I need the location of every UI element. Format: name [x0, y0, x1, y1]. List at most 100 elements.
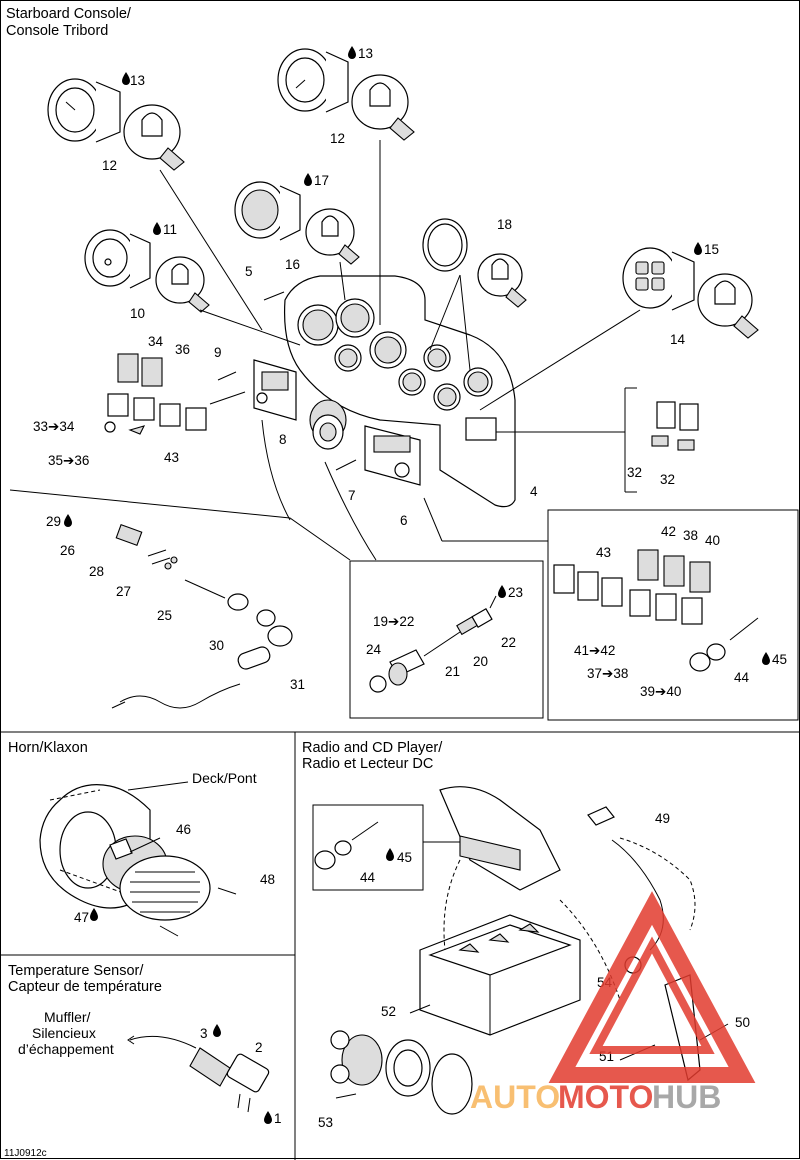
inset-box-37-45 — [547, 509, 799, 721]
callout-53: 53 — [318, 1115, 333, 1130]
gauge-14 — [622, 247, 759, 339]
starboard-title-line2: Console Tribord — [6, 23, 108, 39]
switch-group-left — [104, 353, 207, 435]
muffler-label-2: Silencieux — [32, 1025, 96, 1041]
callout-30: 30 — [209, 638, 224, 653]
starboard-title-line1: Starboard Console/ — [6, 6, 132, 22]
callout-32-left: 32 — [627, 465, 642, 480]
callout-18: 18 — [497, 217, 512, 232]
callout-12-left: 12 — [102, 158, 117, 173]
gauge-12-right — [277, 48, 415, 141]
inset-box-19-24 — [349, 560, 544, 719]
gauge-12-left — [47, 78, 185, 171]
callout-4: 4 — [530, 484, 538, 499]
callout-15: 15 — [704, 242, 719, 257]
callout-40: 40 — [705, 533, 720, 548]
callout-19-22: 19➔22 — [373, 614, 414, 629]
drop-icon — [90, 908, 98, 921]
callout-26: 26 — [60, 543, 75, 558]
callout-7: 7 — [348, 488, 356, 503]
drop-icon — [64, 514, 72, 527]
gauge-18 — [422, 218, 527, 308]
callout-34: 34 — [148, 334, 164, 349]
callout-24: 24 — [366, 642, 382, 657]
callout-28: 28 — [89, 564, 104, 579]
drop-icons — [64, 46, 770, 1124]
callout-47: 47 — [74, 910, 89, 925]
callout-44-right: 44 — [734, 670, 750, 685]
muffler-label-3: d’échappement — [18, 1041, 114, 1057]
callout-8: 8 — [279, 432, 287, 447]
callout-41-42: 41➔42 — [574, 643, 615, 658]
screw-9 — [217, 371, 237, 381]
callout-44-radio: 44 — [360, 870, 376, 885]
drop-icon — [153, 222, 161, 235]
callout-52: 52 — [381, 1004, 396, 1019]
callout-35-36: 35➔36 — [48, 453, 89, 468]
callout-1: 1 — [274, 1111, 282, 1126]
callout-45-right: 45 — [772, 652, 787, 667]
callout-13-right: 13 — [358, 46, 373, 61]
switch-group-32 — [624, 387, 699, 493]
screw-7 — [335, 459, 357, 471]
drop-icon — [213, 1024, 221, 1037]
callout-48: 48 — [260, 872, 275, 887]
inset-items-37-45 — [553, 549, 759, 672]
callout-36: 36 — [175, 342, 190, 357]
leader-52 — [409, 1004, 431, 1014]
drop-icon — [498, 585, 506, 598]
automotohub-watermark-logo: AUTO MOTO HUB — [470, 891, 756, 1115]
callout-27: 27 — [116, 584, 131, 599]
radio-title-line1: Radio and CD Player/ — [302, 740, 443, 756]
callout-32-right: 32 — [660, 472, 675, 487]
inset-box-44-45 — [312, 804, 424, 891]
callout-11: 11 — [163, 222, 177, 237]
drop-icon — [348, 46, 356, 59]
callout-10: 10 — [130, 306, 145, 321]
callout-14: 14 — [670, 332, 686, 347]
callout-46: 46 — [176, 822, 191, 837]
horn-assembly — [39, 781, 237, 937]
callout-38: 38 — [683, 528, 698, 543]
callout-21: 21 — [445, 664, 460, 679]
drop-icon — [122, 72, 130, 85]
radio-unit — [419, 786, 621, 1036]
callout-33-34: 33➔34 — [33, 419, 75, 434]
callout-43-left: 43 — [164, 450, 179, 465]
horn-deck-label: Deck/Pont — [192, 770, 257, 786]
callout-12-right: 12 — [330, 131, 345, 146]
leader-lines — [9, 140, 641, 561]
callout-20: 20 — [473, 654, 488, 669]
speaker-assembly — [330, 1030, 473, 1115]
gauge-16 — [234, 181, 360, 265]
watermark-text-moto: MOTO — [558, 1079, 653, 1115]
callout-49: 49 — [655, 811, 670, 826]
callout-5: 5 — [245, 264, 253, 279]
drop-icon — [762, 652, 770, 665]
radio-inset-items — [314, 821, 462, 870]
callout-3: 3 — [200, 1026, 208, 1041]
callout-42: 42 — [661, 524, 676, 539]
temp-title-line1: Temperature Sensor/ — [8, 963, 144, 979]
gauge-10 — [84, 229, 210, 313]
lanyard-assembly — [111, 523, 293, 709]
watermark-text-auto: AUTO — [470, 1079, 560, 1115]
callout-2: 2 — [255, 1040, 263, 1055]
callout-31: 31 — [290, 677, 305, 692]
callout-29: 29 — [46, 514, 61, 529]
callout-6: 6 — [400, 513, 408, 528]
callout-37-38: 37➔38 — [587, 666, 628, 681]
temp-title-line2: Capteur de température — [8, 979, 162, 995]
callout-16: 16 — [285, 257, 300, 272]
callout-13-left: 13 — [130, 73, 145, 88]
callout-25: 25 — [157, 608, 172, 623]
figure-code: 11J0912c — [4, 1148, 47, 1159]
callout-23: 23 — [508, 585, 523, 600]
radio-title-line2: Radio et Lecteur DC — [302, 756, 433, 772]
screw-5 — [263, 291, 285, 301]
horn-title: Horn/Klaxon — [8, 740, 88, 756]
callout-22: 22 — [501, 635, 516, 650]
callout-45-radio: 45 — [397, 850, 412, 865]
callout-9: 9 — [214, 345, 222, 360]
